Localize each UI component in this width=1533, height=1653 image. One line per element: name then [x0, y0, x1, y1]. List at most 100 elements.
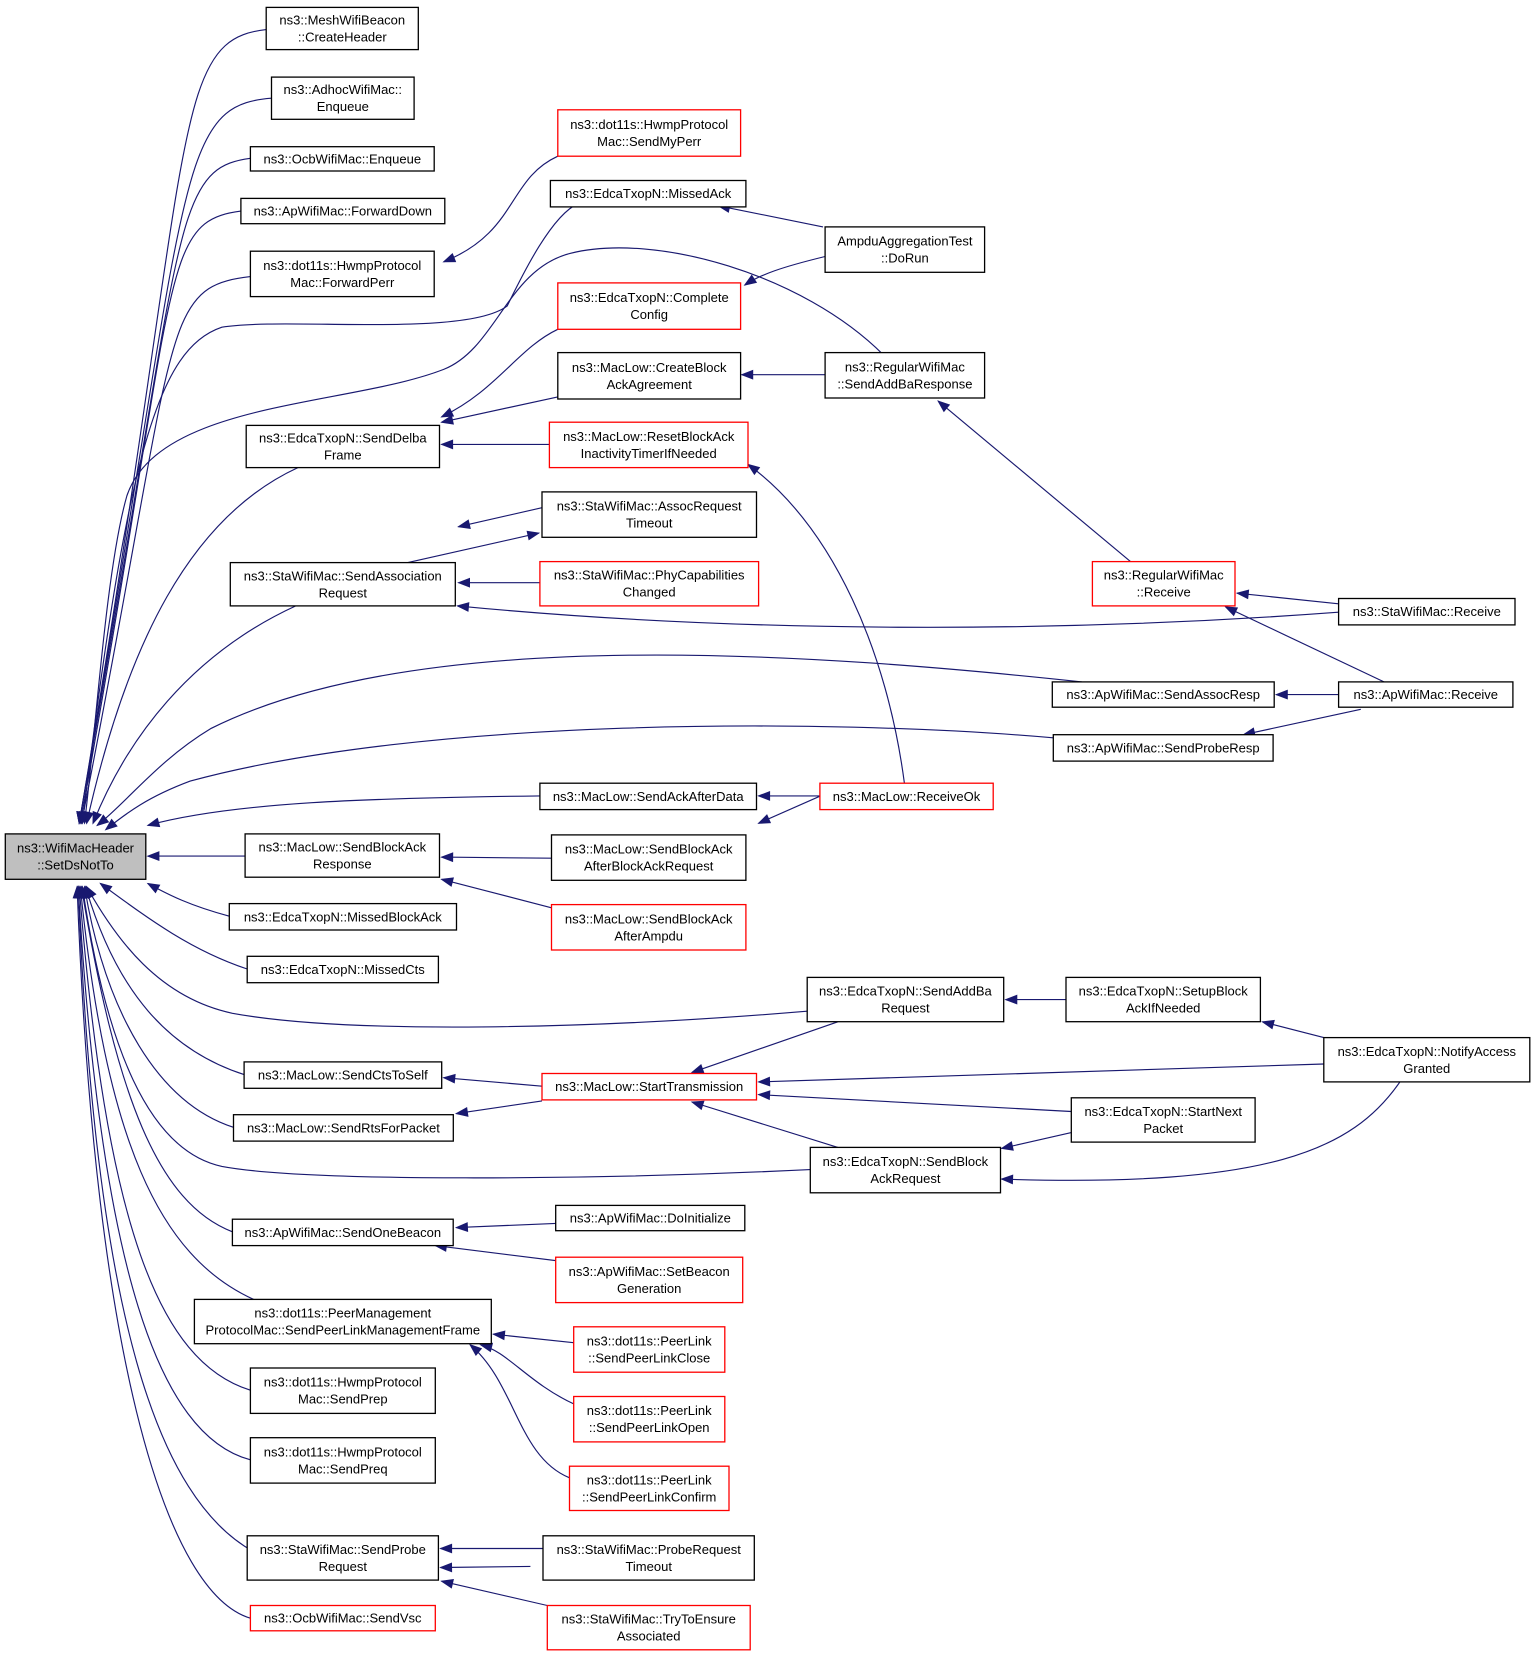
- node-label: AckAgreement: [607, 377, 693, 392]
- function-node[interactable]: ns3::MacLow::ReceiveOk: [819, 782, 994, 811]
- function-node[interactable]: ns3::dot11s::PeerLink::SendPeerLinkConfi…: [568, 1465, 730, 1512]
- function-node[interactable]: ns3::OcbWifiMac::Enqueue: [249, 146, 435, 172]
- node-box: [539, 782, 758, 811]
- node-box: [1091, 560, 1236, 607]
- function-node[interactable]: ns3::OcbWifiMac::SendVsc: [249, 1604, 436, 1632]
- function-node[interactable]: ns3::MeshWifiBeacon::CreateHeader: [265, 6, 419, 51]
- call-edge: [78, 97, 272, 824]
- function-node[interactable]: ns3::RegularWifiMac::Receive: [1091, 560, 1236, 607]
- node-label: ns3::ApWifiMac::SendOneBeacon: [245, 1225, 442, 1240]
- node-label: ns3::RegularWifiMac: [845, 359, 965, 374]
- arrowhead: [96, 814, 110, 827]
- call-edge: [83, 886, 234, 1128]
- node-box: [1323, 1036, 1531, 1083]
- function-node[interactable]: ns3::EdcaTxopN::MissedCts: [246, 955, 440, 984]
- node-box: [245, 424, 441, 469]
- function-node[interactable]: ns3::RegularWifiMac::SendAddBaResponse: [824, 351, 986, 399]
- arrowhead: [479, 1342, 494, 1353]
- node-label: ::SendAddBaResponse: [837, 376, 972, 391]
- function-node[interactable]: ns3::EdcaTxopN::MissedAck: [549, 179, 747, 208]
- function-node[interactable]: ns3::MacLow::SendBlockAckAfterBlockAckRe…: [550, 834, 747, 881]
- function-node[interactable]: ns3::StaWifiMac::Receive: [1337, 597, 1516, 626]
- arrowhead: [746, 463, 761, 476]
- node-label: Frame: [324, 448, 362, 463]
- call-nodes: ns3::WifiMacHeader::SetDsNotTo ns3::MeshW…: [4, 6, 1531, 1651]
- function-node[interactable]: ns3::AdhocWifiMac::Enqueue: [270, 76, 415, 120]
- node-label: ns3::ApWifiMac::SetBeacon: [569, 1264, 730, 1279]
- node-label: ProtocolMac::SendPeerLinkManagementFrame: [206, 1323, 481, 1338]
- function-node[interactable]: ns3::dot11s::PeerLink::SendPeerLinkClose: [573, 1326, 726, 1373]
- node-label: ns3::EdcaTxopN::SendDelba: [259, 431, 427, 446]
- arrowhead: [690, 1064, 705, 1074]
- call-edge: [441, 856, 552, 859]
- call-edge: [718, 205, 824, 228]
- call-edge: [758, 1063, 1324, 1083]
- arrowhead: [757, 814, 772, 824]
- arrowhead: [439, 1543, 453, 1554]
- function-node[interactable]: ns3::EdcaTxopN::MissedBlockAck: [228, 902, 458, 931]
- node-label: ns3::dot11s::PeerManagement: [254, 1306, 431, 1321]
- arrowhead: [757, 790, 771, 801]
- function-node[interactable]: ns3::MacLow::SendAckAfterData: [539, 782, 758, 811]
- node-label: Response: [313, 857, 372, 872]
- node-label: ns3::MacLow::SendCtsToSelf: [258, 1068, 428, 1083]
- function-node[interactable]: ns3::ApWifiMac::SendAssocResp: [1051, 681, 1275, 708]
- function-node[interactable]: ns3::MacLow::ResetBlockAckInactivityTime…: [548, 421, 749, 469]
- function-node[interactable]: ns3::MacLow::SendCtsToSelf: [243, 1061, 443, 1089]
- function-node[interactable]: ns3::ApWifiMac::Receive: [1337, 681, 1514, 708]
- node-label: ns3::EdcaTxopN::SendBlock: [823, 1154, 989, 1169]
- function-node[interactable]: ns3::ApWifiMac::SendOneBeacon: [231, 1218, 454, 1247]
- function-node[interactable]: ns3::ApWifiMac::SendProbeResp: [1052, 734, 1274, 762]
- call-edge: [456, 1222, 556, 1229]
- arrowhead: [1261, 1019, 1275, 1030]
- arrowhead: [146, 817, 161, 828]
- function-node[interactable]: ns3::dot11s::PeerLink::SendPeerLinkOpen: [573, 1395, 726, 1443]
- function-node[interactable]: ns3::dot11s::PeerManagementProtocolMac::…: [193, 1298, 492, 1345]
- call-edge: [79, 210, 241, 824]
- node-label: Request: [319, 585, 368, 600]
- node-label: ns3::MacLow::StartTransmission: [555, 1079, 743, 1094]
- function-node[interactable]: AmpduAggregationTest::DoRun: [824, 226, 986, 273]
- node-box: [819, 782, 994, 811]
- function-node[interactable]: ns3::ApWifiMac::ForwardDown: [240, 197, 446, 225]
- call-edge: [435, 1245, 580, 1265]
- function-node[interactable]: ns3::MacLow::StartTransmission: [541, 1072, 758, 1101]
- call-edge: [456, 1100, 543, 1115]
- function-node[interactable]: ns3::dot11s::HwmpProtocolMac::ForwardPer…: [249, 250, 435, 298]
- node-label: ns3::dot11s::PeerLink: [587, 1334, 712, 1349]
- call-edge: [744, 255, 826, 286]
- call-edge: [86, 467, 299, 824]
- arrowhead: [1274, 689, 1288, 700]
- function-node[interactable]: ns3::ApWifiMac::DoInitialize: [555, 1204, 746, 1232]
- root-function-node[interactable]: ns3::WifiMacHeader::SetDsNotTo: [4, 833, 147, 880]
- node-box: [542, 1535, 755, 1581]
- call-edge: [78, 157, 251, 824]
- node-label: ns3::ApWifiMac::ForwardDown: [254, 204, 432, 219]
- call-edge: [147, 795, 540, 826]
- arrowhead: [740, 369, 754, 380]
- function-node[interactable]: ns3::MacLow::SendRtsForPacket: [232, 1114, 454, 1142]
- node-label: ns3::StaWifiMac::SendProbe: [260, 1542, 426, 1557]
- call-edge: [441, 396, 558, 423]
- node-box: [557, 282, 742, 330]
